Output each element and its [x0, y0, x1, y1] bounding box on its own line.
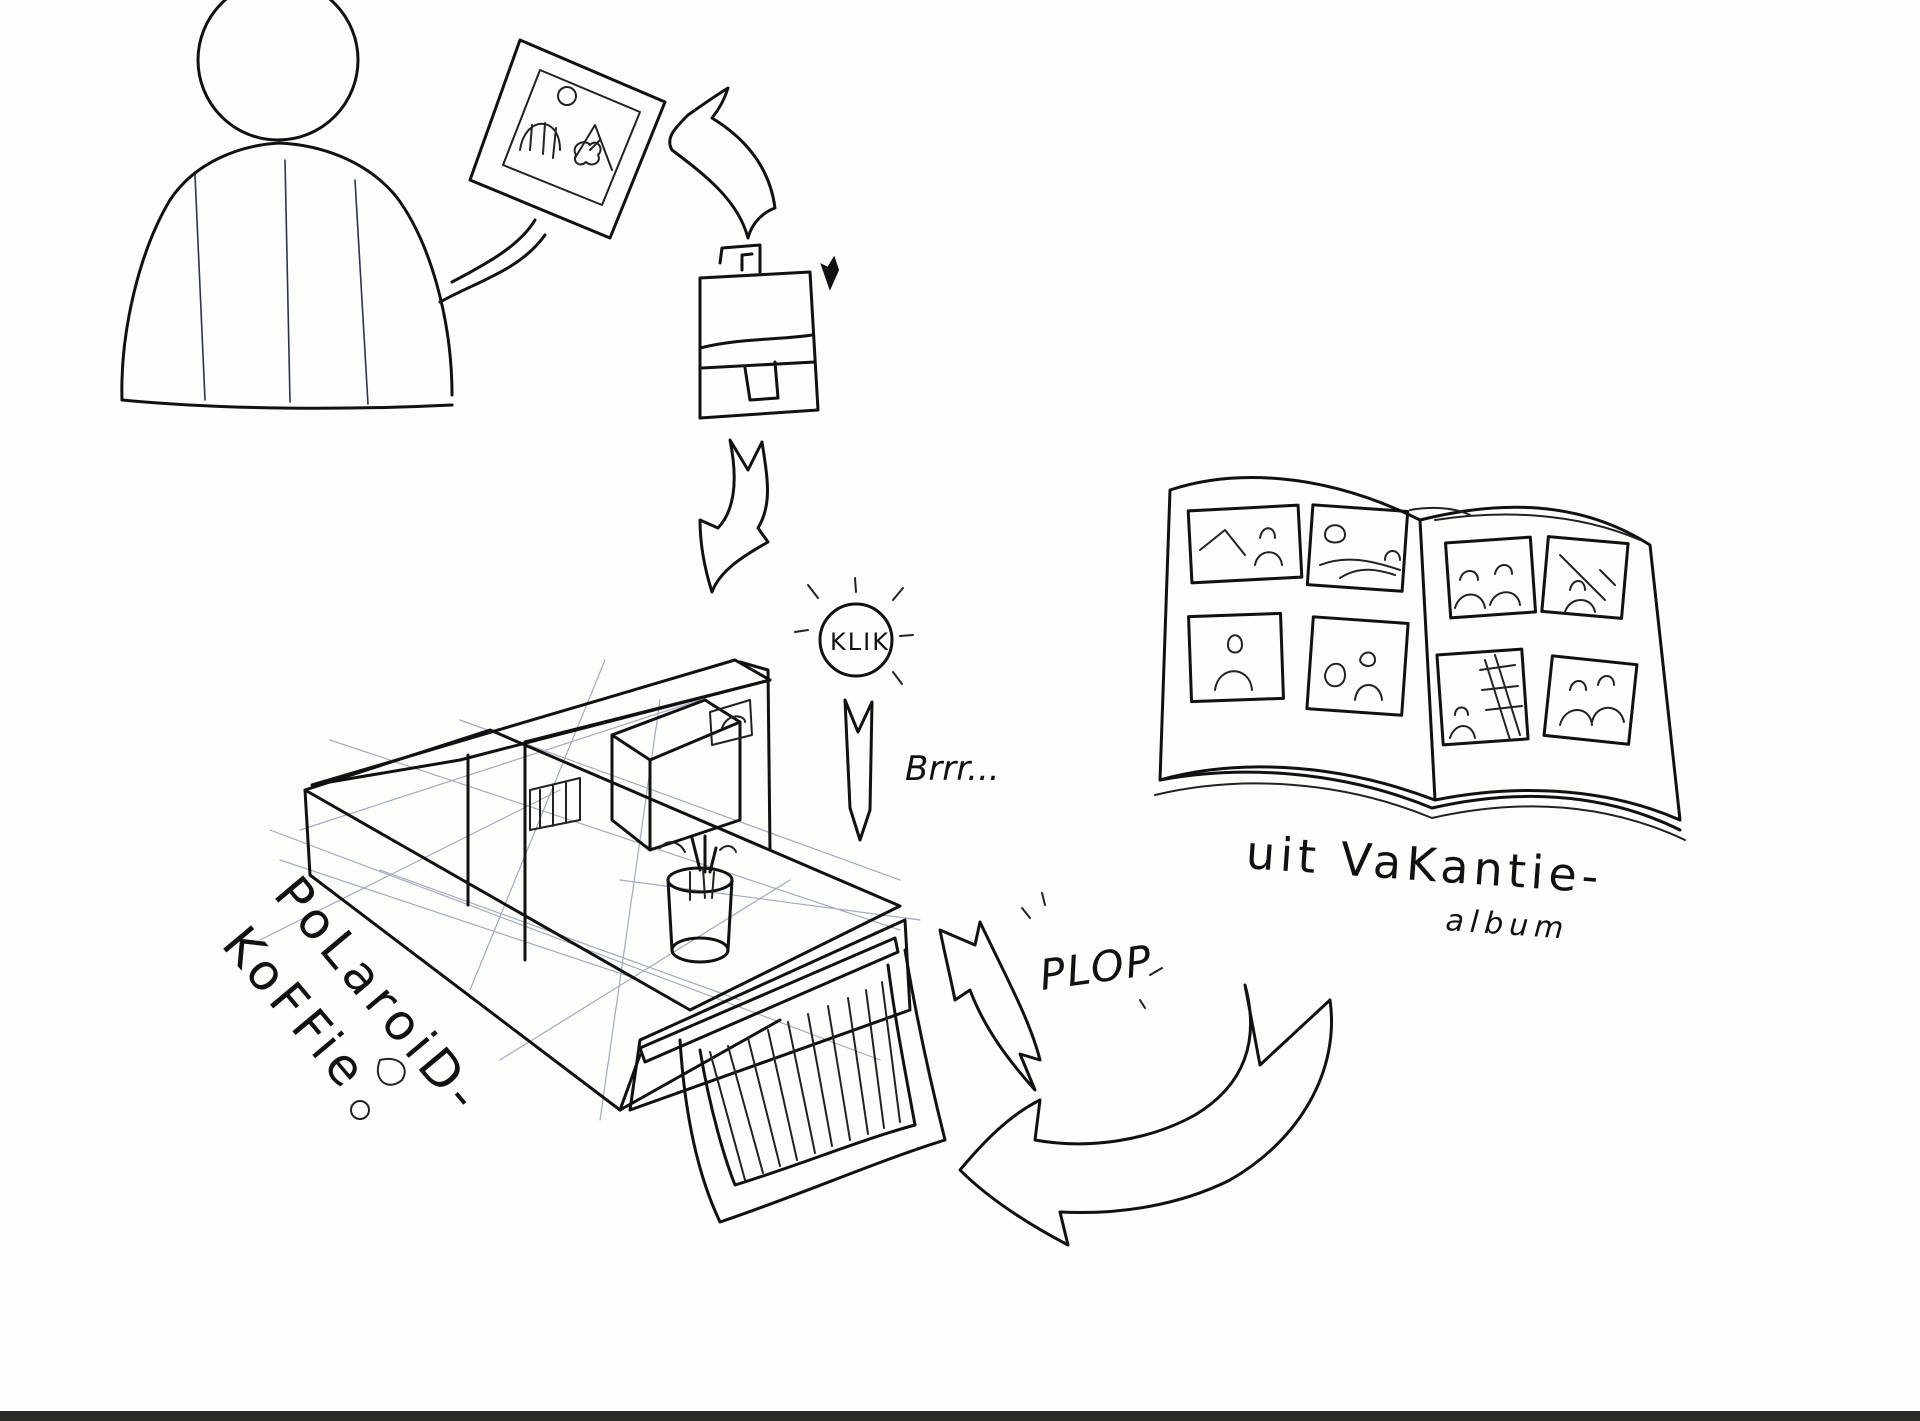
machine-back-top	[312, 660, 770, 785]
scanner-handle	[720, 245, 760, 272]
album-photo-1	[1188, 505, 1302, 583]
person-head	[198, 0, 358, 140]
photo-mountain	[575, 125, 612, 170]
album-photo-2-scene	[1320, 525, 1400, 578]
photo-figure	[520, 123, 560, 158]
album-left-page	[1160, 478, 1435, 800]
album-bottom-edge-2	[1155, 783, 1685, 840]
flow-arrow-3	[845, 700, 872, 840]
held-photo	[470, 40, 665, 238]
polaroid-koffie-label: PoLaroiD- KoFFie	[211, 865, 495, 1126]
album-photo-8-scene	[1560, 676, 1624, 725]
album-photo-3	[1189, 613, 1284, 701]
flow-arrow-4	[940, 922, 1040, 1090]
album-photo-6	[1542, 537, 1628, 619]
album-bottom-edge	[1160, 772, 1680, 830]
scanner-mark	[822, 258, 838, 288]
vacation-album	[1155, 478, 1685, 840]
scanner-line	[702, 362, 815, 368]
album-label-line1: uit VaKantie-	[1244, 825, 1605, 904]
person-figure	[122, 0, 545, 408]
shirt-stripe-2	[285, 160, 290, 402]
machine-vent	[530, 778, 580, 830]
album-photo-8	[1544, 656, 1637, 744]
person-arm	[440, 235, 545, 302]
photo-frame	[470, 40, 665, 238]
album-label-line2: album	[1444, 903, 1570, 947]
photo-sun	[558, 87, 576, 105]
scanner-device	[700, 245, 838, 418]
album-photo-6-scene	[1560, 555, 1615, 612]
album-photo-4	[1307, 617, 1408, 715]
plop-label: PLOP	[1037, 936, 1157, 1000]
coffee-cup-icon	[378, 1059, 405, 1085]
flow-arrow-5	[960, 985, 1332, 1245]
paper-bottom-edge	[0, 1411, 1920, 1421]
scanner-slot	[700, 335, 812, 348]
ejected-photo-hatching	[710, 982, 900, 1180]
flow-arrow-2	[700, 440, 768, 592]
klik-burst: KLIK	[795, 578, 913, 684]
cup-rim	[668, 868, 732, 892]
album-right-page	[1420, 507, 1680, 820]
cup-base	[672, 938, 728, 962]
shirt-stripe-1	[195, 175, 205, 400]
coffee-saucer-icon	[351, 1101, 369, 1119]
album-photo-2	[1307, 505, 1407, 591]
klik-label: KLIK	[830, 628, 890, 656]
person-body-base	[122, 400, 452, 408]
album-photo-7-scene	[1450, 655, 1522, 740]
album-photo-1-scene	[1200, 528, 1282, 565]
album-photo-4-scene	[1325, 653, 1382, 701]
machine-cabinet-edges	[612, 722, 740, 850]
scanner-tab	[745, 362, 778, 400]
album-photo-7	[1437, 649, 1528, 745]
brrr-label: Brrr...	[905, 749, 1000, 789]
album-photo-3-scene	[1215, 635, 1252, 690]
album-photo-5-scene	[1455, 565, 1520, 608]
shirt-stripe-3	[355, 180, 368, 404]
person-arm-2	[452, 220, 535, 282]
flow-arrow-1	[670, 88, 775, 238]
